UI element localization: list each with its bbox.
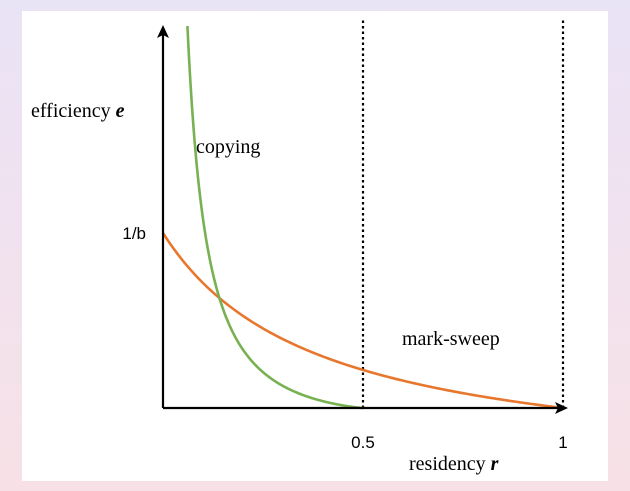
x-tick-label: 0.5 (351, 433, 375, 452)
mark-sweep-series-label: mark-sweep (402, 328, 500, 350)
chart-panel (22, 11, 608, 481)
x-axis-arrowhead (555, 402, 568, 414)
mark-sweep-curve (163, 231, 565, 410)
y-tick-label: 1/b (122, 224, 146, 243)
x-tick-label: 1 (558, 433, 567, 452)
x-axis-label: residency r (409, 453, 499, 475)
y-axis-label: efficiency e (31, 100, 125, 122)
copying-series-label: copying (196, 136, 260, 158)
y-axis-arrowhead (157, 25, 169, 38)
copying-curve (186, 26, 365, 410)
